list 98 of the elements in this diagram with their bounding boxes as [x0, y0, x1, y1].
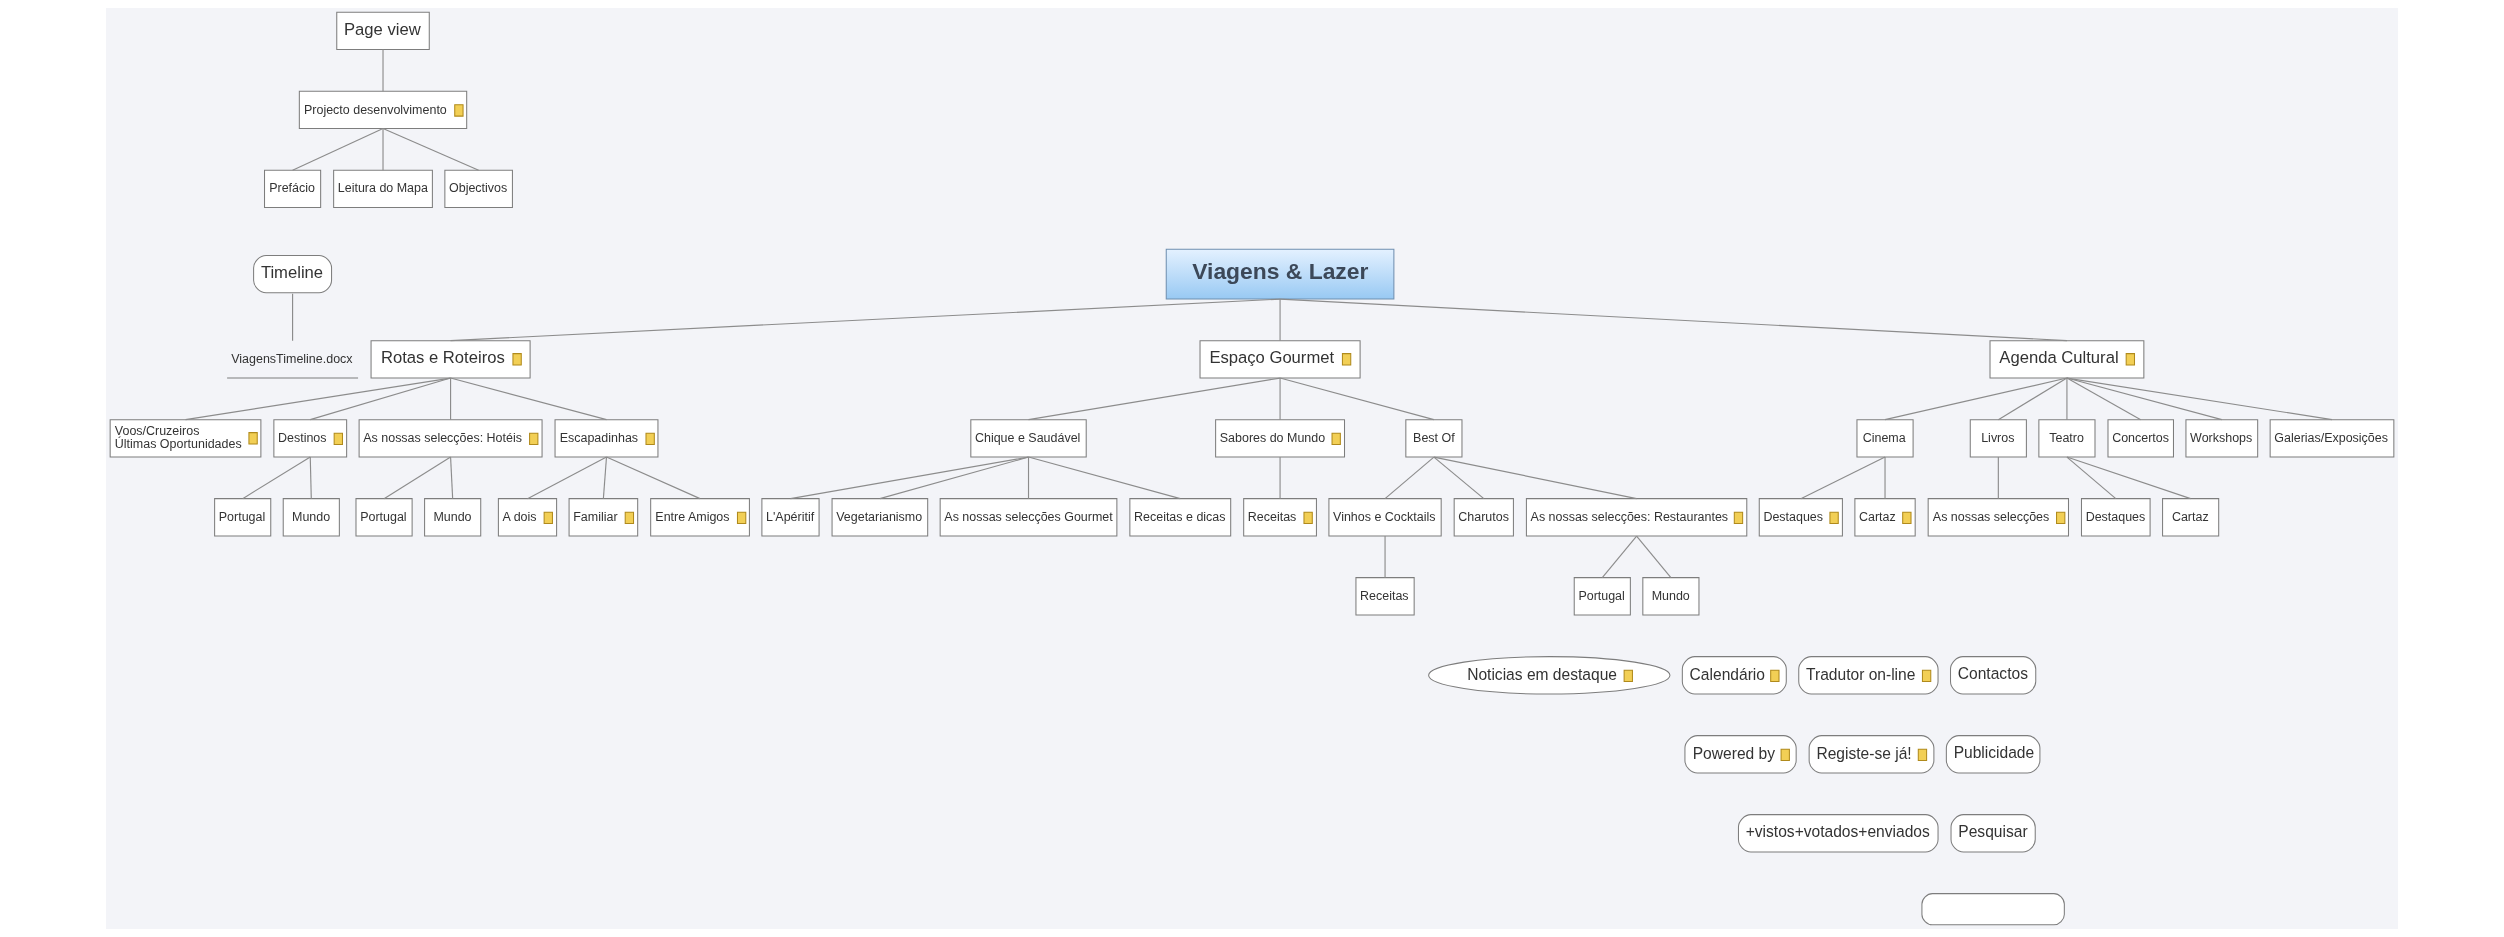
node-box: Leitura do Mapa: [333, 169, 433, 209]
connector: [450, 377, 452, 421]
node-box: Galerias/Exposições: [2269, 419, 2395, 458]
connector: [1279, 377, 1435, 421]
connector: [602, 456, 608, 500]
connector: [1997, 456, 1999, 500]
node-box: Objectivos: [444, 169, 513, 209]
node-box: Agenda Cultural: [1989, 340, 2145, 379]
node-box: Charutos: [1453, 498, 1514, 537]
node-text: ViagensTimeline.docx: [231, 351, 353, 366]
node-box: Portugal: [214, 498, 272, 537]
connector: [1601, 535, 1638, 579]
node-box: Destaques: [1758, 498, 1843, 537]
connector: [2066, 377, 2333, 421]
connector: [382, 49, 384, 92]
connector: [292, 128, 384, 171]
node-box: Best Of: [1405, 419, 1463, 458]
connector: [382, 128, 480, 171]
connector: [526, 456, 608, 500]
connector: [1027, 456, 1030, 500]
node-box: [1921, 893, 2065, 926]
node-box: As nossas selecções: Restaurantes: [1525, 498, 1748, 537]
node-box: Projecto desenvolvimento: [298, 90, 468, 130]
node-box: Escapadinhas: [554, 419, 659, 458]
node-box: Cinema: [1856, 419, 1914, 458]
connector: [1279, 456, 1281, 500]
node-box: Familiar: [568, 498, 639, 537]
connector: [242, 456, 311, 500]
node-box: Espaço Gourmet: [1199, 340, 1361, 379]
node-box: Vegetarianismo: [831, 498, 929, 537]
node-box: Workshops: [2185, 419, 2259, 458]
connector: [789, 456, 1030, 500]
node-box: Teatro: [2038, 419, 2096, 458]
node-box: Receitas e dicas: [1129, 498, 1232, 537]
node-box: Cartaz: [1854, 498, 1916, 537]
connector: [1027, 377, 1281, 421]
node-box: +vistos+votados+enviados: [1737, 814, 1939, 853]
connector: [450, 377, 608, 421]
node-box: Destaques: [2080, 498, 2151, 537]
connector: [1384, 535, 1386, 579]
node-box: Publicidade: [1945, 735, 2041, 774]
connector: [1800, 456, 1886, 500]
node-box: As nossas selecções: Hotéis: [358, 419, 543, 458]
connector: [450, 298, 1281, 342]
connector: [879, 456, 1030, 500]
node-box: Concertos: [2107, 419, 2174, 458]
connector: [292, 293, 294, 342]
connector: [1884, 377, 2068, 421]
node-box: Livros: [1969, 419, 2027, 458]
connector: [309, 456, 312, 500]
node-box: Mundo: [282, 498, 340, 537]
connector: [1636, 535, 1672, 579]
node-box: Prefácio: [264, 169, 322, 209]
connector: [1997, 377, 2068, 421]
node-box: Tradutor on-line: [1798, 656, 1939, 695]
node-box: Vinhos e Cocktails: [1328, 498, 1442, 537]
node-box: Pesquisar: [1950, 814, 2036, 853]
node-box: As nossas selecções Gourmet: [939, 498, 1118, 537]
node-box: Destinos: [273, 419, 348, 458]
node-box: Rotas e Roteiros: [370, 340, 531, 379]
node-ellipse: Noticias em destaque: [1428, 656, 1671, 695]
node-box: L'Apéritif: [761, 498, 820, 537]
node-box: A dois: [497, 498, 558, 537]
node-box: Sabores do Mundo: [1215, 419, 1346, 458]
connector: [1279, 377, 1281, 421]
connector: [1279, 298, 1281, 342]
node-box: Receitas: [1243, 498, 1317, 537]
connector: [382, 128, 384, 171]
node-box: Calendário: [1681, 656, 1787, 695]
connector: [309, 377, 452, 421]
connector: [605, 456, 701, 500]
connector: [2066, 377, 2223, 421]
node-box: Portugal: [355, 498, 413, 537]
node-box: Chique e Saudável: [970, 419, 1087, 458]
node-box: Voos/Cruzeiros Últimas Oportunidades: [109, 419, 262, 458]
connector: [1384, 456, 1435, 500]
connector: [1884, 456, 1886, 500]
node-box: Viagens & Lazer: [1165, 248, 1395, 300]
connector: [2066, 456, 2117, 500]
node-box: Mundo: [424, 498, 482, 537]
connector: [450, 456, 454, 500]
node-box: Portugal: [1573, 577, 1631, 616]
node-box: Page view: [336, 11, 430, 51]
node-box: Powered by: [1684, 735, 1797, 774]
connector: [1279, 298, 2068, 342]
connector: [1027, 456, 1181, 500]
connector: [2066, 377, 2142, 421]
connector: [1433, 456, 1638, 500]
connector: [1433, 456, 1485, 500]
node-box: Timeline: [253, 254, 333, 294]
node-box: Receitas: [1355, 577, 1415, 616]
node-box: Mundo: [1642, 577, 1700, 616]
connector: [2066, 456, 2192, 500]
node-box: Cartaz: [2162, 498, 2220, 537]
connector: [2066, 377, 2068, 421]
connector: [184, 377, 452, 421]
node-box: Registe-se já!: [1808, 735, 1935, 774]
node-box: Contactos: [1950, 656, 2037, 695]
